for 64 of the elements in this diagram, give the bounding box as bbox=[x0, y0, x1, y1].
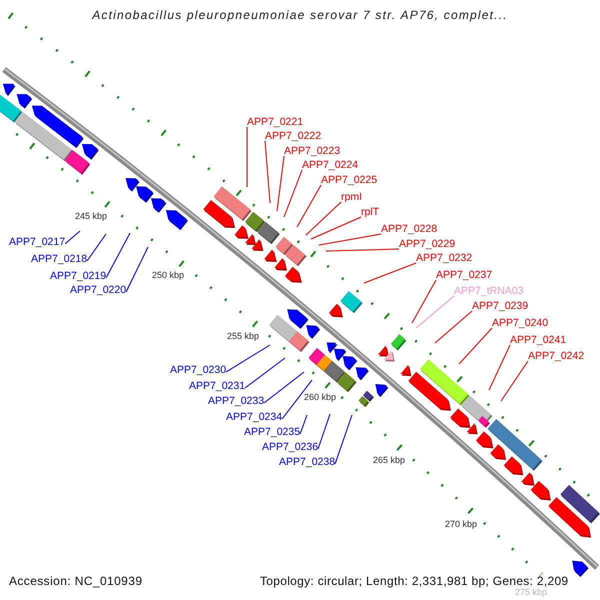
gene-label: APP7_0219 bbox=[50, 270, 106, 281]
leader-line bbox=[300, 414, 308, 434]
gene-label: APP7_0224 bbox=[302, 160, 358, 170]
gene-label: APP7_0218 bbox=[31, 254, 88, 264]
leader-line bbox=[264, 140, 270, 204]
scale-label: 255 kbp bbox=[227, 332, 260, 340]
gene-label: APP7_0229 bbox=[399, 238, 456, 249]
leader-line bbox=[318, 234, 382, 246]
scale-label: 245 kbp bbox=[75, 212, 108, 220]
genome-info-text: Topology: circular; Length: 2,331,981 bp; Genes: 2,209 bbox=[260, 575, 568, 587]
leader-line bbox=[282, 380, 312, 420]
leader-line bbox=[310, 216, 362, 240]
scale-label: 250 kbp bbox=[152, 270, 184, 280]
leader-line bbox=[264, 372, 304, 404]
leader-line bbox=[276, 156, 284, 212]
leader-line bbox=[246, 126, 248, 188]
gene-label: APP7_0239 bbox=[472, 300, 528, 311]
leader-line bbox=[86, 234, 106, 262]
gene-label: APP7_0232 bbox=[416, 252, 472, 263]
leader-line bbox=[364, 262, 416, 284]
gene-label: APP7_0217 bbox=[9, 236, 66, 247]
gene-label: APP7_0236 bbox=[262, 442, 318, 452]
leader-line bbox=[64, 230, 80, 244]
leader-line bbox=[318, 414, 330, 450]
leader-line bbox=[284, 170, 302, 218]
leader-line bbox=[500, 360, 528, 402]
gene-label: APP7_0225 bbox=[321, 174, 378, 185]
gene-label: APP7_0242 bbox=[528, 350, 584, 361]
leader-line bbox=[434, 310, 472, 344]
gene-label: APP7_0233 bbox=[208, 396, 264, 406]
gene-label: APP7_0231 bbox=[189, 380, 246, 391]
scale-label: 265 kbp bbox=[373, 456, 406, 464]
leader-line bbox=[458, 328, 492, 364]
scale-label: 270 kbp bbox=[445, 520, 478, 528]
gene-label: APP7_0221 bbox=[247, 116, 304, 127]
leader-line bbox=[326, 248, 400, 252]
gene-label: APP7_0228 bbox=[381, 224, 438, 234]
accession-text: Accession: NC_010939 bbox=[9, 575, 142, 587]
gene-label: APP7_0237 bbox=[436, 270, 492, 280]
gene-label: APP7_0220 bbox=[70, 284, 126, 295]
gene-label: APP7_0223 bbox=[284, 146, 340, 156]
leader-line bbox=[106, 232, 130, 278]
gene-label: APP7_0241 bbox=[510, 334, 566, 345]
scale-label: 275 kbp bbox=[515, 588, 548, 597]
leader-line bbox=[226, 344, 270, 372]
gene-label: APP7_0240 bbox=[492, 318, 548, 328]
gene-label: APP7_0234 bbox=[226, 412, 282, 422]
leader-line bbox=[296, 184, 322, 228]
leader-line bbox=[306, 202, 342, 236]
leader-line bbox=[126, 246, 148, 292]
leader-line bbox=[334, 414, 352, 464]
gene-label: APP7_0222 bbox=[265, 130, 322, 141]
leader-line bbox=[416, 296, 454, 328]
gene-label: rpmI bbox=[341, 192, 362, 202]
gene-label: APP7_0230 bbox=[170, 364, 226, 375]
gene-label: APP7_0235 bbox=[244, 426, 300, 437]
gene-label: APP7_0238 bbox=[279, 456, 336, 467]
map-title: Actinobacillus pleuropneumoniae serovar 7 str. AP76, complet... bbox=[92, 9, 508, 21]
scale-label: 260 kbp bbox=[304, 392, 336, 402]
leader-line bbox=[488, 344, 510, 390]
gene-label: rplT bbox=[361, 206, 380, 217]
leader-line bbox=[412, 280, 436, 324]
gene-label: APP7_tRNA03 bbox=[454, 286, 524, 296]
leader-line bbox=[244, 358, 286, 388]
